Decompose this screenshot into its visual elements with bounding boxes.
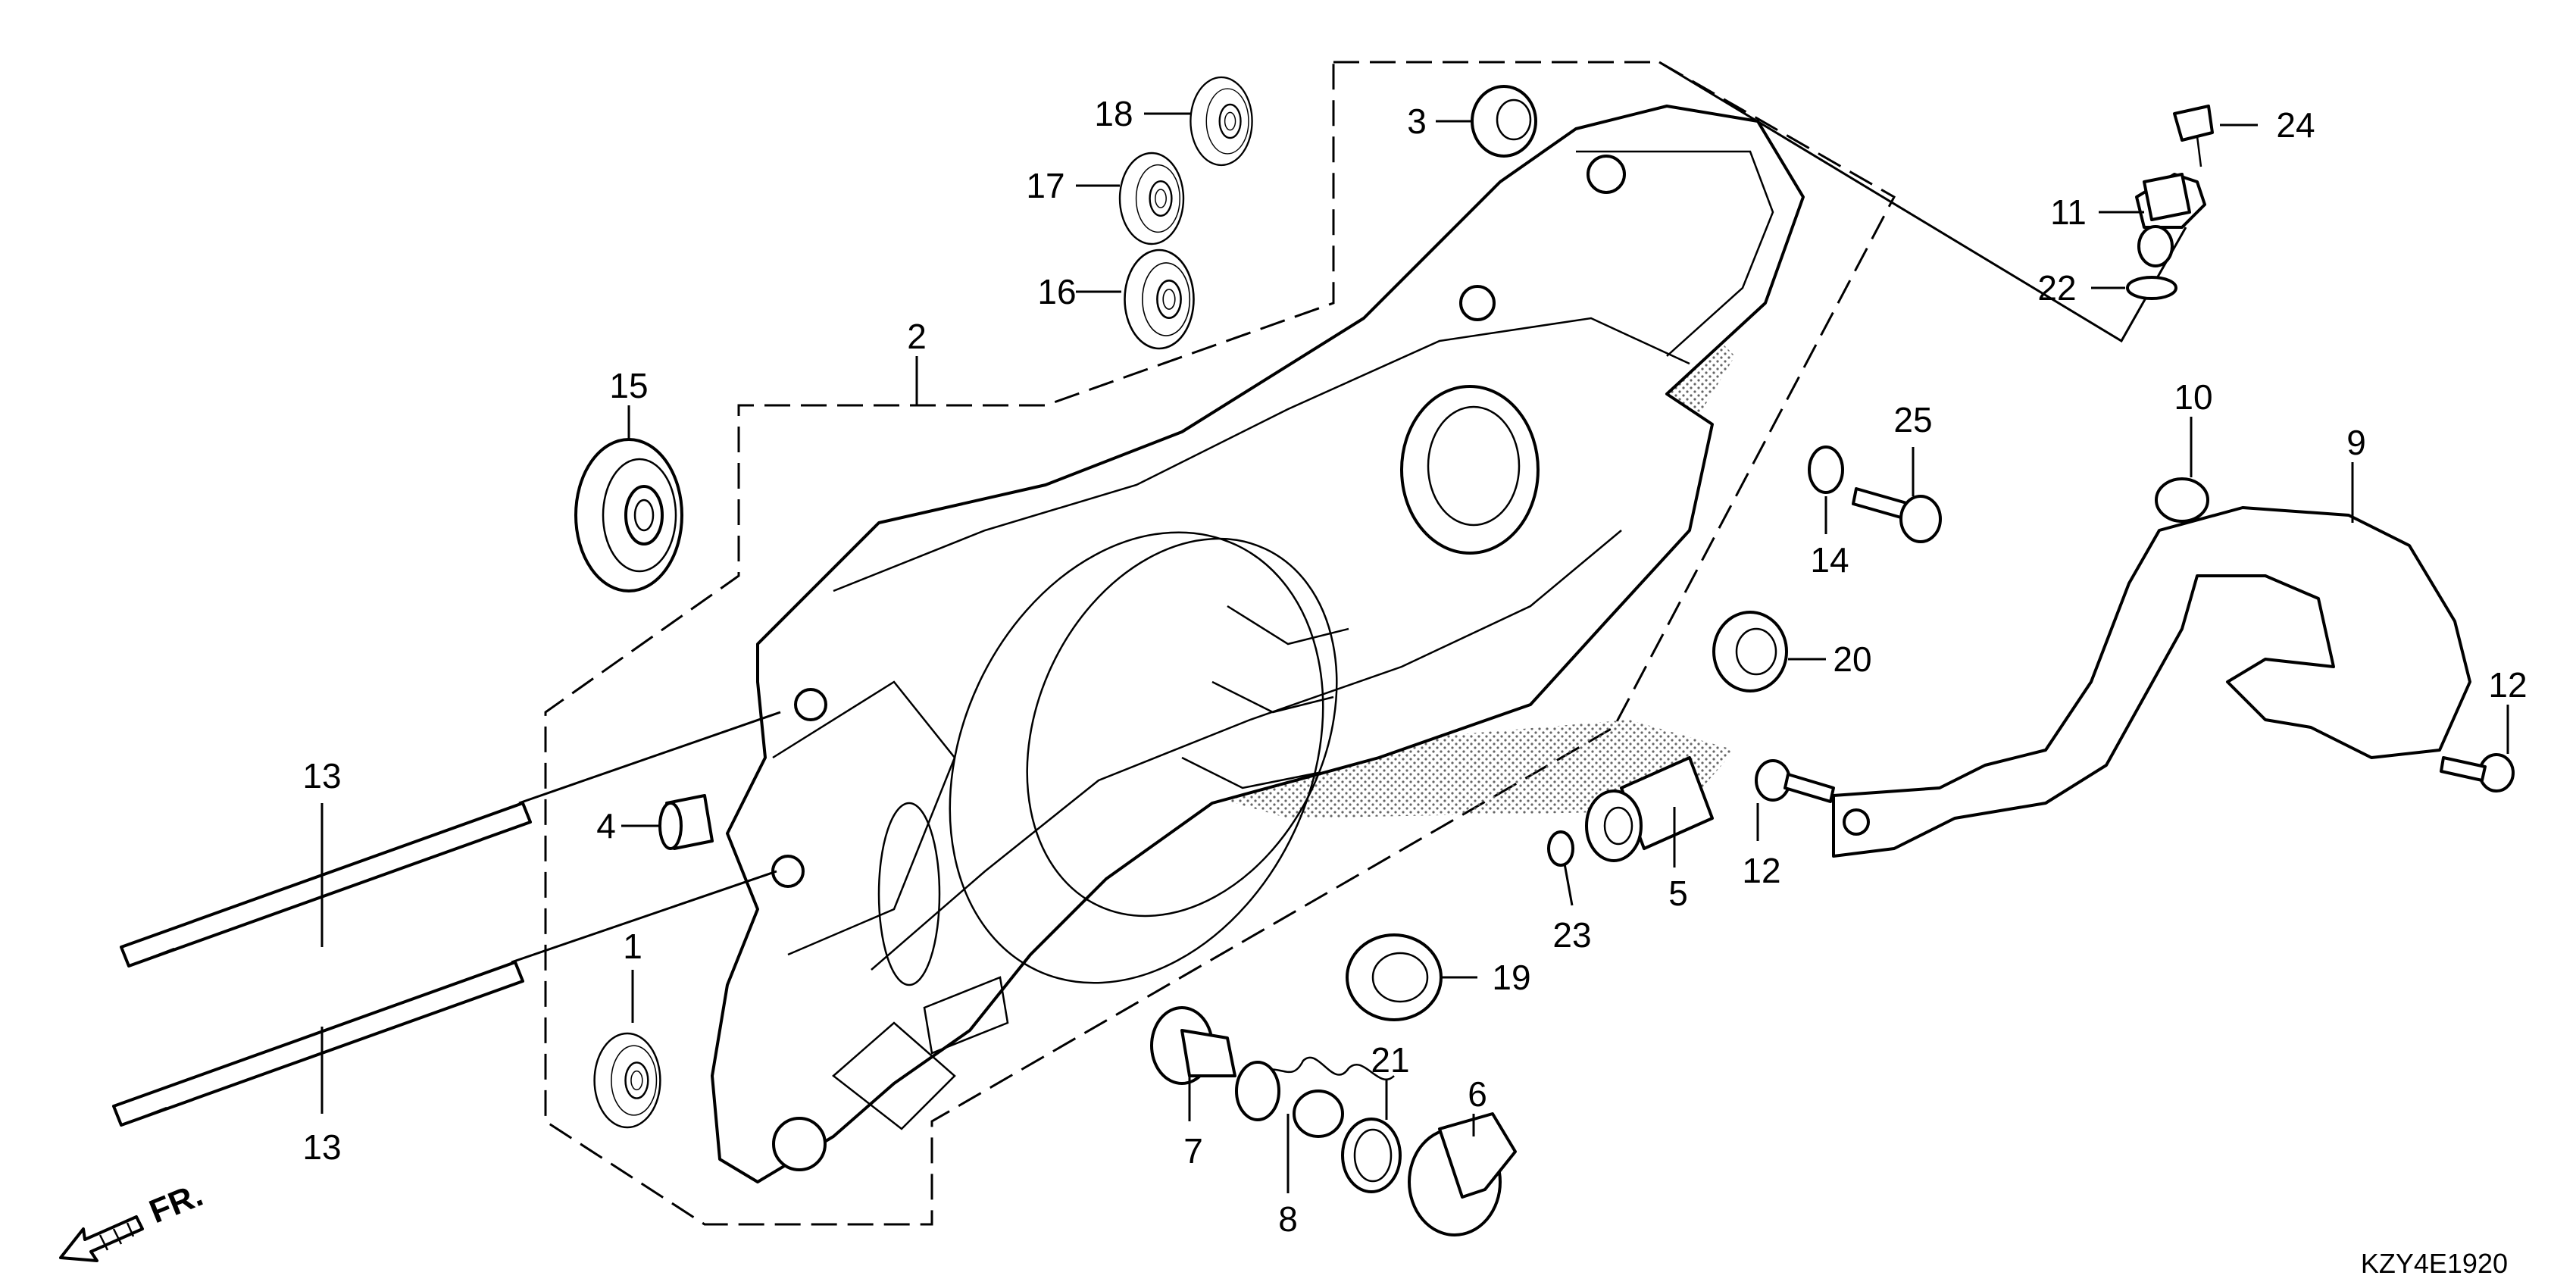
callout-17: 17 [1026,166,1064,205]
callout-16: 16 [1037,272,1076,311]
callout-2: 2 [907,317,927,356]
callout-6: 6 [1468,1074,1487,1114]
callout-25: 25 [1893,400,1932,439]
callout-13-upper: 13 [302,756,341,796]
bearing-part-1 [593,1032,661,1129]
diagram-code: KZY4E1920 [2361,1248,2508,1279]
callout-labels: 1 2 3 4 5 6 7 8 9 10 11 12 12 13 13 14 1… [302,94,2527,1239]
callout-24: 24 [2276,105,2315,145]
washer-part-14 [1808,445,1844,494]
clip-part-23 [1547,830,1574,867]
grommet-part-10 [2155,477,2209,523]
crankcase-group-outline [544,61,1896,1226]
bearing-part-17 [1118,152,1185,245]
o-ring-part-21 [1341,1118,1402,1193]
callout-12-lower: 12 [2488,665,2527,705]
left-crankcase-cover [711,105,1805,1183]
bolt-part-12-upper [1755,759,1835,803]
callout-9: 9 [2346,423,2366,462]
bearing-part-18 [1190,76,1253,167]
callout-4: 4 [596,806,616,846]
callout-14: 14 [1810,540,1849,580]
dowel-part-4 [658,794,714,850]
front-label: FR. [144,1176,208,1230]
stud-bolt-part-13-upper [120,802,532,968]
bolt-part-25 [1852,487,1942,543]
bearing-part-16 [1124,249,1195,350]
callout-5: 5 [1668,874,1688,913]
sensor-group-outline [1658,61,2187,343]
callout-11: 11 [2050,192,2087,232]
oil-seal-part-19 [1346,933,1443,1021]
callout-15: 15 [609,366,648,405]
leader-lines [320,112,2509,1193]
spring-part-8 [1235,1056,1395,1138]
callout-12-upper: 12 [1742,851,1780,890]
callout-19: 19 [1492,958,1530,997]
stud-bolt-part-13-lower [112,961,524,1127]
callout-21: 21 [1371,1040,1409,1080]
collar-part-3 [1471,85,1537,158]
o-ring-part-22 [2126,276,2177,300]
callout-3: 3 [1407,102,1427,141]
bracket-part-9 [1832,506,2471,858]
callout-10: 10 [2174,377,2212,417]
callout-1: 1 [623,927,642,966]
strainer-part-5 [1585,756,1714,862]
screen-filter-part-7 [1150,1006,1236,1085]
callout-22: 22 [2037,268,2076,308]
front-direction-arrow-icon: FR. [59,1176,208,1262]
bolt-part-12-lower [2440,753,2515,792]
callout-20: 20 [1833,639,1871,679]
callout-23: 23 [1552,915,1591,955]
speed-sensor-part-11 [2135,173,2206,267]
callout-8: 8 [1278,1199,1298,1239]
drain-bolt-part-6 [1408,1112,1517,1236]
callout-7: 7 [1183,1131,1203,1171]
bearing-part-15 [574,438,683,592]
callout-13-lower: 13 [302,1127,341,1167]
callout-18: 18 [1094,94,1133,133]
bolt-part-24 [2173,105,2214,167]
oil-seal-part-20 [1712,611,1788,692]
